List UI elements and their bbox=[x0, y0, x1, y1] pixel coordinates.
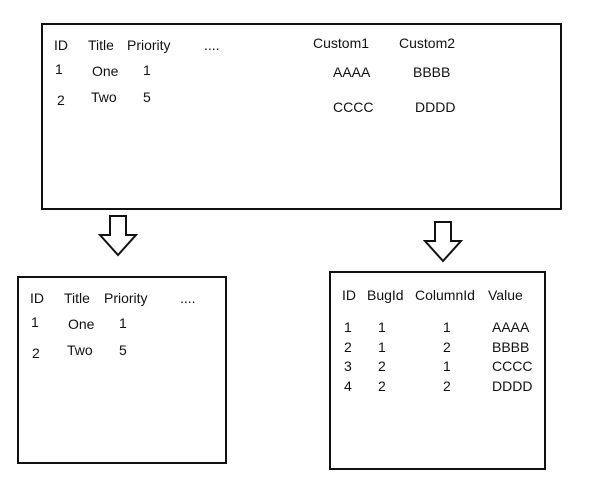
right-row3-bugid: 2 bbox=[378, 358, 386, 374]
left-row1-priority: 1 bbox=[119, 315, 127, 331]
right-header-bugid: BugId bbox=[367, 287, 404, 303]
left-header-title: Title bbox=[64, 290, 90, 306]
top-header-custom1: Custom1 bbox=[313, 35, 370, 51]
top-header-ellipsis: .... bbox=[204, 37, 220, 53]
top-header-priority: Priority bbox=[127, 37, 171, 53]
left-header-id: ID bbox=[30, 290, 44, 306]
top-table bbox=[41, 23, 562, 210]
right-row4-id: 4 bbox=[344, 378, 352, 394]
right-row1-columnid: 1 bbox=[443, 319, 451, 335]
right-row2-value: BBBB bbox=[492, 339, 530, 355]
left-row1-id: 1 bbox=[31, 314, 39, 330]
top-row2-priority: 5 bbox=[143, 89, 151, 105]
top-row2-custom2: DDDD bbox=[415, 99, 456, 115]
top-header-id: ID bbox=[54, 37, 68, 53]
top-row1-custom2: BBBB bbox=[413, 64, 451, 80]
right-header-id: ID bbox=[342, 287, 356, 303]
left-row2-title: Two bbox=[67, 342, 93, 358]
right-row4-bugid: 2 bbox=[378, 378, 386, 394]
left-header-priority: Priority bbox=[104, 290, 148, 306]
right-row3-columnid: 1 bbox=[443, 358, 451, 374]
left-row1-title: One bbox=[68, 316, 95, 332]
right-table bbox=[329, 271, 546, 470]
right-row1-value: AAAA bbox=[492, 319, 530, 335]
right-row1-id: 1 bbox=[344, 319, 352, 335]
top-header-title: Title bbox=[88, 37, 114, 53]
right-down-arrow-icon bbox=[422, 221, 464, 263]
top-row1-priority: 1 bbox=[143, 62, 151, 78]
right-row3-id: 3 bbox=[344, 358, 352, 374]
top-row1-title: One bbox=[92, 63, 119, 79]
right-row1-bugid: 1 bbox=[378, 319, 386, 335]
top-row1-id: 1 bbox=[55, 61, 63, 77]
right-header-value: Value bbox=[488, 287, 523, 303]
right-row2-columnid: 2 bbox=[443, 339, 451, 355]
top-row2-id: 2 bbox=[57, 92, 65, 108]
left-down-arrow-icon bbox=[97, 215, 139, 257]
top-row2-title: Two bbox=[91, 89, 117, 105]
right-row2-id: 2 bbox=[344, 339, 352, 355]
left-table bbox=[17, 276, 227, 464]
top-row2-custom1: CCCC bbox=[333, 99, 374, 115]
left-row2-priority: 5 bbox=[119, 342, 127, 358]
right-header-columnid: ColumnId bbox=[415, 287, 475, 303]
right-row4-columnid: 2 bbox=[443, 378, 451, 394]
left-row2-id: 2 bbox=[32, 345, 40, 361]
top-row1-custom1: AAAA bbox=[333, 64, 371, 80]
right-row2-bugid: 1 bbox=[378, 339, 386, 355]
right-row4-value: DDDD bbox=[492, 378, 533, 394]
top-header-custom2: Custom2 bbox=[399, 35, 456, 51]
left-header-ellipsis: .... bbox=[180, 290, 196, 306]
right-row3-value: CCCC bbox=[492, 358, 533, 374]
